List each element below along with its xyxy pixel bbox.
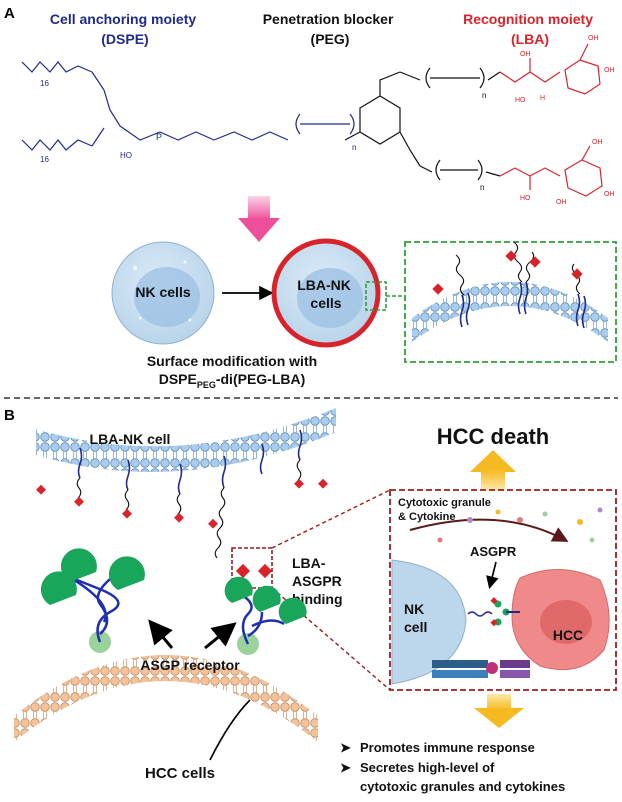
- asgp-receptor-left: [40, 548, 145, 653]
- caption-peg-sub: PEG: [197, 380, 216, 390]
- chemical-structure: 16 16 P HO n n n: [21, 35, 615, 206]
- dspe-title: Cell anchoring moiety (DSPE): [50, 11, 200, 47]
- lba-nk-label-line2: cells: [310, 295, 341, 311]
- lba-lower-oh-3: OH: [556, 199, 567, 206]
- upper-peg-n: n: [482, 91, 486, 100]
- lba-upper-h: H: [540, 95, 545, 102]
- bullet-2a: Secretes high-level of: [360, 760, 495, 775]
- upper-peg-arm: [399, 67, 501, 89]
- granule-label: Cytotoxic granule & Cytokine: [398, 497, 494, 523]
- dspe-title-line2: (DSPE): [101, 31, 148, 47]
- box-nk-label: NK cell: [404, 601, 428, 635]
- lba-lower-ho: HO: [520, 195, 531, 202]
- caption-rest: -di(PEG-LBA): [216, 371, 305, 387]
- zoom-lba-ligands: [432, 250, 583, 295]
- lba-title-line1: Recognition moiety: [463, 11, 593, 27]
- peg-title-line2: (PEG): [311, 31, 350, 47]
- nk-peg-chains: [76, 459, 302, 559]
- lba-upper: [499, 43, 601, 95]
- bullet-2b: cytotoxic granules and cytokines: [360, 779, 565, 794]
- dspe-16-label-top: 16: [40, 79, 49, 88]
- lower-peg-n: n: [480, 183, 484, 192]
- lba-title-line2: (LBA): [511, 31, 549, 47]
- zoom-peg-chains: [455, 241, 581, 296]
- gold-up-arrow: [470, 450, 516, 490]
- nk-membrane-anchors: [77, 429, 303, 495]
- zoom-membrane: [412, 282, 608, 342]
- lba-nk-cell: [271, 238, 381, 348]
- granule-arrow: [409, 518, 569, 542]
- receptor-arrow-right: [204, 622, 237, 650]
- zoom-line-top: [271, 489, 391, 549]
- lba-upper-oh-1: OH: [588, 35, 599, 42]
- benzene-core: [344, 71, 421, 167]
- binding-line3: binding: [292, 591, 343, 607]
- binding-line2: ASGPR: [292, 573, 342, 589]
- asgp-receptor-right: [224, 576, 307, 655]
- peg1-n: n: [352, 143, 356, 152]
- modification-caption-2: DSPEPEG-di(PEG-LBA): [159, 371, 306, 390]
- box-binding: [467, 597, 520, 627]
- phosphate-p: P: [156, 132, 162, 142]
- box-hcc-cell: [511, 569, 610, 671]
- binding-line1: LBA-: [292, 555, 326, 571]
- granule-dots: [437, 507, 603, 543]
- lba-upper-ho: HO: [515, 97, 526, 104]
- caption-dspe: DSPE: [159, 371, 197, 387]
- zoom-line-bottom: [271, 587, 391, 691]
- bullet-arrow-2: ➤: [340, 760, 351, 775]
- lba-nk-cells-label: LBA-NK cells: [297, 277, 355, 311]
- caption-line1: Surface modification with: [147, 353, 317, 369]
- gold-down-arrow: [474, 694, 524, 728]
- lba-upper-oh-3: OH: [520, 51, 531, 58]
- bullet-1: Promotes immune response: [360, 740, 535, 755]
- bullet-arrow-1: ➤: [340, 740, 351, 755]
- nk-cell: [111, 241, 215, 345]
- dspe-title-line1: Cell anchoring moiety: [50, 11, 196, 27]
- hcc-membrane: [14, 655, 318, 742]
- receptor-arrow-left: [148, 619, 174, 649]
- lba-lower-oh-2: OH: [604, 191, 615, 198]
- lower-peg-arm: [419, 159, 501, 181]
- box-nk-cell: [391, 559, 467, 685]
- lba-asgpr-binding-label: LBA- ASGPR binding: [292, 555, 346, 607]
- granule-line1: Cytotoxic granule: [398, 497, 491, 509]
- lba-nk-cell-label: LBA-NK cell: [90, 431, 171, 447]
- box-nk-line1: NK: [404, 601, 424, 617]
- hcc-cells-label: HCC cells: [145, 765, 215, 782]
- granule-line2: & Cytokine: [398, 511, 455, 523]
- lba-title: Recognition moiety (LBA): [463, 11, 597, 47]
- zoom-anchors: [459, 281, 587, 329]
- dspe-16-label-bottom: 16: [40, 155, 49, 164]
- peg-title-line1: Penetration blocker: [263, 11, 394, 27]
- dspe-lipid-tails: [21, 61, 355, 151]
- lba-upper-oh-2: OH: [604, 67, 615, 74]
- lba-lower: [499, 145, 603, 197]
- panel-b-letter: B: [4, 407, 15, 424]
- box-nk-line2: cell: [404, 619, 427, 635]
- box-immune-synapse: [432, 660, 530, 678]
- peg-title: Penetration blocker (PEG): [263, 11, 398, 47]
- hcc-death-label: HCC death: [437, 424, 549, 449]
- panel-a-letter: A: [4, 5, 15, 22]
- nk-cells-label: NK cells: [135, 284, 190, 300]
- hcc-cell-pointer: [209, 699, 251, 761]
- lba-nk-label-line1: LBA-NK: [297, 277, 351, 293]
- nk-membrane: [36, 408, 336, 472]
- pink-down-arrow: [238, 196, 280, 242]
- modification-caption: Surface modification with: [147, 353, 317, 369]
- asgp-receptor-label: ASGP receptor: [140, 657, 240, 673]
- asgpr-label: ASGPR: [470, 544, 517, 559]
- box-hcc-label: HCC: [553, 627, 583, 643]
- lba-lower-oh-1: OH: [592, 139, 603, 146]
- asgpr-arrow: [486, 561, 499, 590]
- phosphate-ho: HO: [120, 151, 132, 160]
